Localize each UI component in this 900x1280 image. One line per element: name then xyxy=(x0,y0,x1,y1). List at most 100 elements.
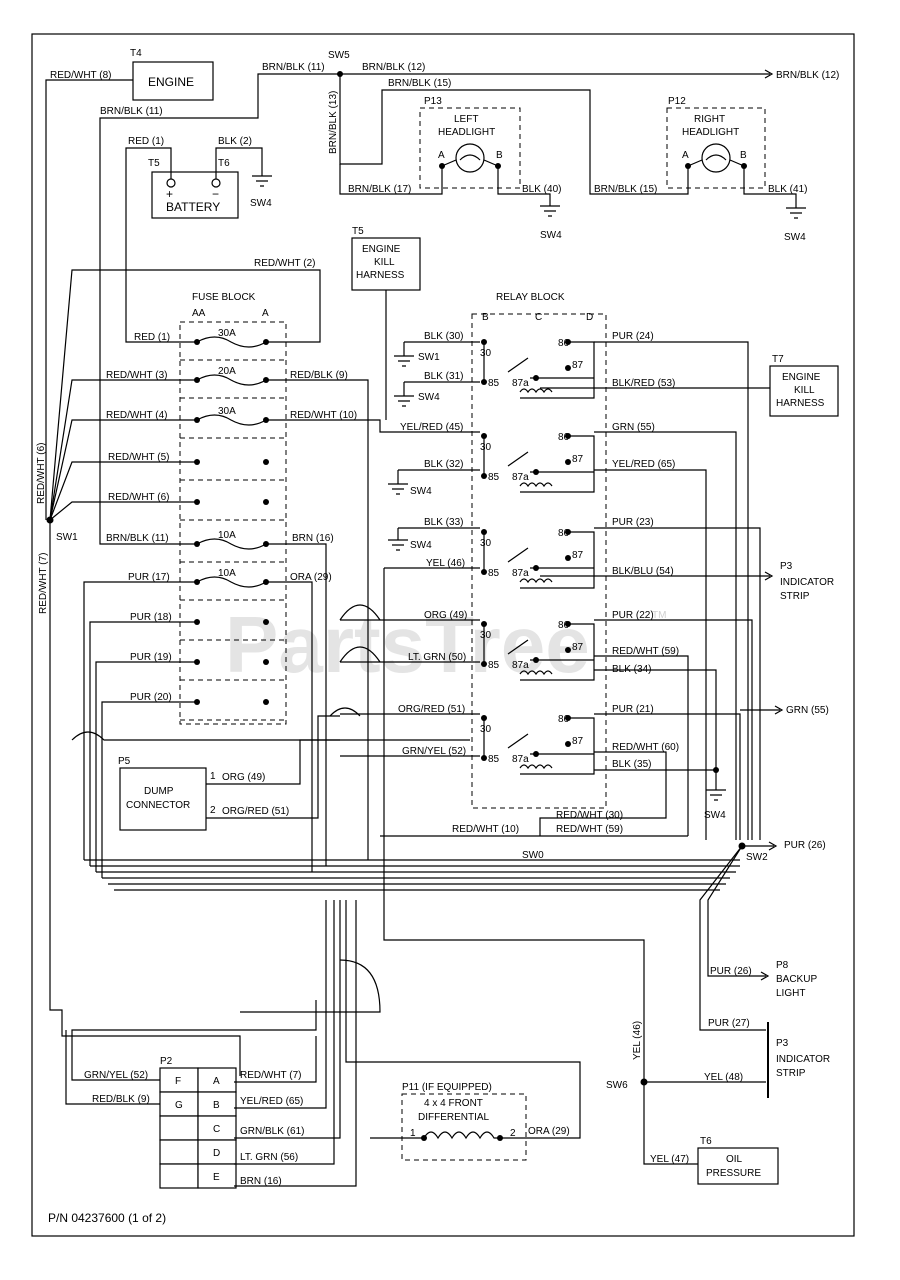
battery-minus: − xyxy=(212,187,219,201)
connector-p2-cell xyxy=(159,1163,199,1189)
connector-p2-pin: E xyxy=(213,1172,220,1183)
engine-kill-t7-box xyxy=(769,365,839,417)
wire-brn16 xyxy=(268,543,327,866)
wire-redwht7 xyxy=(49,520,241,1076)
wire-label-orgred51: ORG/RED (51) xyxy=(398,704,465,715)
ground-icon-relay3 xyxy=(388,528,408,551)
relay-pin-label: 85 xyxy=(488,660,500,671)
relay-block-col-d: D xyxy=(586,312,593,323)
fuse-link-icon xyxy=(196,336,267,348)
fuse-terminal-aa xyxy=(194,699,200,705)
wire-blk34 xyxy=(594,669,717,770)
splice-sw1-label: SW1 xyxy=(56,532,78,543)
wire-brnblk11 xyxy=(99,73,340,520)
wire-label-blk30: BLK (30) xyxy=(424,331,463,342)
backup-light-line2: LIGHT xyxy=(776,988,805,999)
relay-block-outline xyxy=(471,313,607,809)
wire-label-yel46: YEL (46) xyxy=(426,558,465,569)
wire-grnblk61 xyxy=(234,900,341,1139)
ground-sw4-label-b: SW4 xyxy=(784,232,806,243)
engine-box xyxy=(132,61,214,101)
relay-pin-label: 85 xyxy=(488,378,500,389)
relay-contact xyxy=(483,435,595,493)
wire-label-yel47: YEL (47) xyxy=(650,1154,689,1165)
wire-label-blkred53: BLK/RED (53) xyxy=(612,378,675,389)
differential-coil-icon xyxy=(423,1131,500,1140)
engine-kill-t7-line2: KILL xyxy=(794,385,815,396)
relay-pin-label: 87a xyxy=(512,568,529,579)
engine-kill-t7-tag: T7 xyxy=(772,354,784,365)
wire-label-redwht2: RED/WHT (2) xyxy=(254,258,315,269)
fuse-link-icon xyxy=(196,538,267,550)
wire-label-pur17: PUR (17) xyxy=(128,572,170,583)
wire-ltgrn56 xyxy=(234,900,335,1165)
relay-contact xyxy=(483,341,595,399)
relay-pin-label: 85 xyxy=(488,568,500,579)
wire-brnblk11-fuse xyxy=(99,520,195,545)
wire-pur20 xyxy=(101,701,195,878)
oil-pressure-box xyxy=(697,1147,779,1185)
connector-p2-pin: G xyxy=(175,1100,183,1111)
wire-pur17 xyxy=(83,581,195,860)
wire-label-brnblk17: BRN/BLK (17) xyxy=(348,184,411,195)
ground-sw4-label-f: SW4 xyxy=(410,540,432,551)
wire-label-yel46b: YEL (46) xyxy=(632,1021,643,1060)
indicator-strip-top-line1: INDICATOR xyxy=(780,577,834,588)
wire-label-redwht6-vert: RED/WHT (6) xyxy=(36,443,47,504)
wire-brnblk15 xyxy=(339,74,689,195)
differential-tag: P11 (IF EQUIPPED) xyxy=(402,1082,492,1093)
dump-connector-pin1: 1 xyxy=(210,771,216,782)
wire-brnblk17 xyxy=(339,164,443,195)
fuse-rating: 20A xyxy=(218,366,236,377)
indicator-strip-top-line2: STRIP xyxy=(780,591,810,602)
engine-kill-t5-tag: T5 xyxy=(352,226,364,237)
wire-grn55 xyxy=(594,431,737,840)
relay-pin-label: 87a xyxy=(512,754,529,765)
dump-connector-line2: CONNECTOR xyxy=(126,800,190,811)
part-number: P/N 04237600 (1 of 2) xyxy=(48,1211,166,1225)
connector-p2-cell xyxy=(159,1139,199,1165)
crossover-arc xyxy=(339,646,381,663)
relay-pin-label: 86 xyxy=(558,714,570,725)
relay-contact xyxy=(483,623,595,681)
fuse-block-col-aa: AA xyxy=(192,308,206,319)
wire-label-brnblk15-a: BRN/BLK (15) xyxy=(388,78,451,89)
oil-pressure-line2: PRESSURE xyxy=(706,1168,761,1179)
wire-redwht4 xyxy=(49,419,195,521)
wire-label-redwht30: RED/WHT (30) xyxy=(556,810,623,821)
fuse-terminal-a xyxy=(263,499,269,505)
fuse-rating: 10A xyxy=(218,530,236,541)
wire-blk35 xyxy=(594,769,717,790)
wire-redwht8 xyxy=(45,79,133,520)
wire-label-pur21: PUR (21) xyxy=(612,704,654,715)
wire-yelred65b xyxy=(234,900,327,1109)
wire-label-blk41: BLK (41) xyxy=(768,184,807,195)
fuse-block-outline xyxy=(179,321,287,725)
wire-grnyel52b xyxy=(71,1000,317,1081)
wire-label-blkblu54: BLK/BLU (54) xyxy=(612,566,674,577)
right-headlight-tag: P12 xyxy=(668,96,686,107)
relay-pin-label: 30 xyxy=(480,538,492,549)
wire-label-pur23: PUR (23) xyxy=(612,517,654,528)
wire-label-brnblk11-b: BRN/BLK (11) xyxy=(262,62,325,73)
wire-label-red1-b: RED (1) xyxy=(134,332,170,343)
left-headlight-tag: P13 xyxy=(424,96,442,107)
left-headlight-line2: HEADLIGHT xyxy=(438,127,495,138)
wire-pur26-backup xyxy=(707,845,766,977)
relay-pin-label: 86 xyxy=(558,620,570,631)
wire-pur18 xyxy=(89,621,195,866)
fuse-rating: 10A xyxy=(218,568,236,579)
battery-box xyxy=(151,171,239,219)
fuse-terminal-aa xyxy=(194,659,200,665)
wire-blk41 xyxy=(743,168,797,208)
relay-pin-label: 87a xyxy=(512,472,529,483)
wire-label-yelred65b: YEL/RED (65) xyxy=(240,1096,303,1107)
relay-pin-label: 87 xyxy=(572,454,584,465)
fuse-rating: 30A xyxy=(218,328,236,339)
fuse-terminal-a xyxy=(263,619,269,625)
watermark: PartsTree xyxy=(225,600,590,689)
ground-sw4-label-a: SW4 xyxy=(540,230,562,241)
wire-label-grnyel52b: GRN/YEL (52) xyxy=(84,1070,148,1081)
wire-label-ora29: ORA (29) xyxy=(290,572,332,583)
ground-sw4-label-e: SW4 xyxy=(410,486,432,497)
